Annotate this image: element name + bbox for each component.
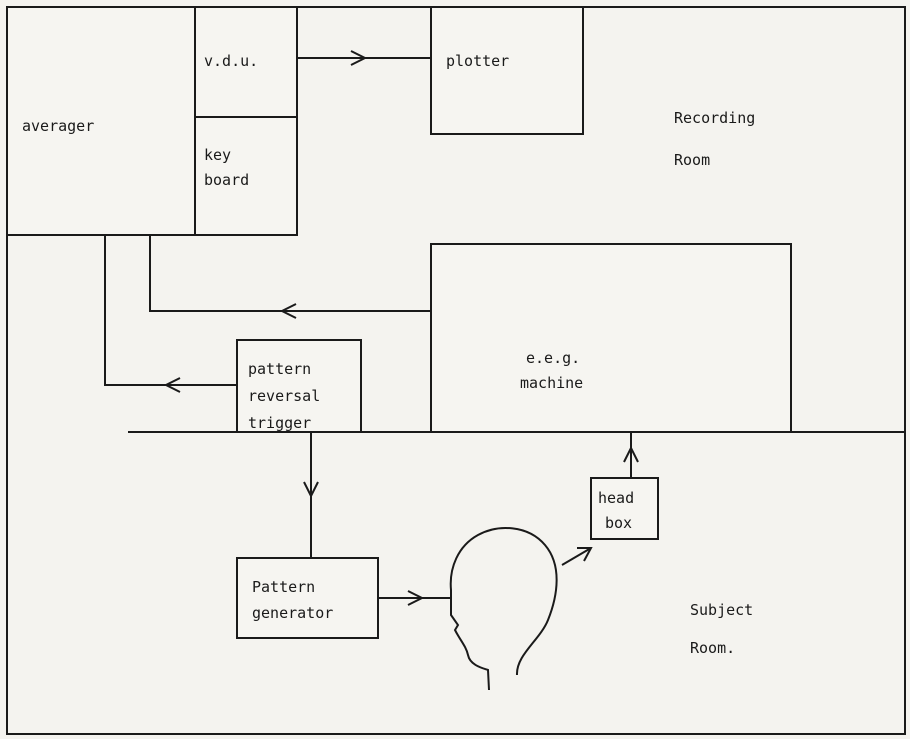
trigger-label-line1: pattern — [248, 360, 311, 378]
generator-label-line1: Pattern — [252, 578, 315, 596]
pattern-generator-box — [237, 558, 378, 638]
subject-head-outline — [451, 528, 557, 690]
recording-room-label-line1: Recording — [674, 109, 755, 127]
eeg-machine-label-line1: e.e.g. — [526, 349, 580, 367]
keyboard-label-line1: key — [204, 146, 231, 164]
trigger-label-line2: reversal — [248, 387, 320, 405]
trigger-label-line3: trigger — [248, 414, 311, 432]
headbox-label-line2: box — [605, 514, 632, 532]
plotter-label: plotter — [446, 52, 509, 70]
subject-room-label-line1: Subject — [690, 601, 753, 619]
headbox-label-line1: head — [598, 489, 634, 507]
subject-room-label-line2: Room. — [690, 639, 735, 657]
averager-label: averager — [22, 117, 94, 135]
generator-label-line2: generator — [252, 604, 333, 622]
vdu-label: v.d.u. — [204, 52, 258, 70]
eeg-machine-label-line2: machine — [520, 374, 583, 392]
eeg-machine-box — [431, 244, 791, 432]
plotter-box — [431, 7, 583, 134]
recording-room-label-line2: Room — [674, 151, 710, 169]
eeg-to-averager-line — [150, 235, 431, 311]
keyboard-label-line2: board — [204, 171, 249, 189]
